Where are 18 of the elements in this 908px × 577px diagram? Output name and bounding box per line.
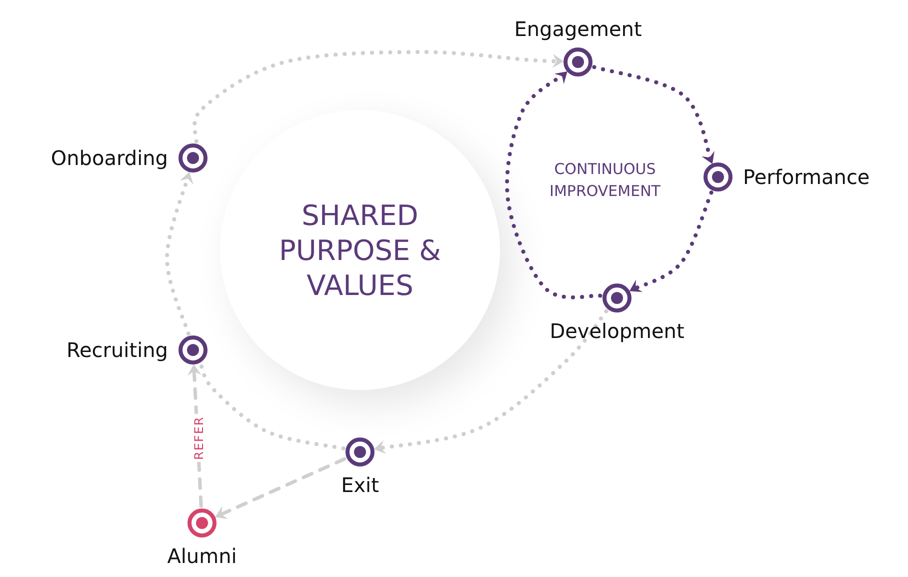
loop-label: CONTINUOUS IMPROVEMENT — [548, 159, 662, 202]
stage-label: Alumni — [167, 544, 237, 568]
dotted-line — [198, 363, 346, 450]
dashed-arrow — [214, 457, 346, 519]
dotted-arrow — [374, 309, 608, 454]
stage-label: Engagement — [514, 17, 642, 41]
dotted-arrow — [629, 190, 714, 293]
stage-label: Performance — [743, 165, 870, 189]
stage-label: Exit — [341, 473, 379, 497]
dotted-arrow — [592, 65, 716, 164]
dotted-arrow — [505, 71, 602, 300]
edge-label: REFER — [192, 414, 206, 462]
stage-label: Development — [550, 319, 684, 343]
center-title: SHARED PURPOSE & VALUES — [278, 198, 442, 302]
dotted-arrow — [165, 172, 194, 336]
dotted-arrow — [192, 50, 564, 144]
stage-label: Onboarding — [50, 146, 168, 170]
stage-label: Recruiting — [66, 338, 168, 362]
